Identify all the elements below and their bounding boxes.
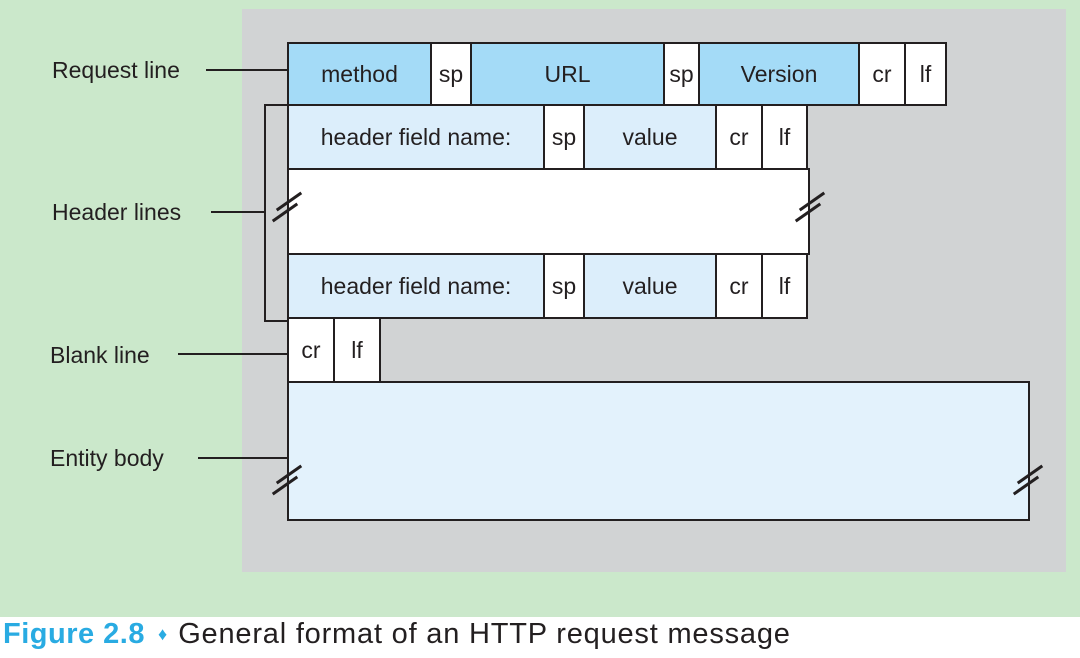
lf-box: lf [761, 253, 808, 319]
request-line-row: method sp URL sp Version cr lf [287, 42, 947, 106]
lf-box: lf [333, 317, 381, 383]
diamond-icon: ♦ [158, 624, 168, 644]
break-mark-icon [271, 191, 305, 223]
figure-title: General format of an HTTP request messag… [178, 618, 791, 650]
break-mark-icon [271, 464, 305, 496]
break-mark-icon [794, 191, 828, 223]
entity-body-box [287, 381, 1030, 521]
header-field-name-box: header field name: [287, 253, 545, 319]
header-bracket-vertical [264, 104, 266, 322]
cr-box: cr [715, 253, 763, 319]
entity-body-label: Entity body [50, 445, 164, 471]
lf-box: lf [761, 104, 808, 170]
figure-number: Figure 2.8 [3, 618, 145, 650]
figure-caption: Figure 2.8 ♦ General format of an HTTP r… [3, 618, 791, 651]
header-lines-label: Header lines [52, 199, 182, 225]
sp-box: sp [430, 42, 472, 106]
header-bracket-bottom-arm [264, 320, 289, 322]
header-lines-leader [211, 211, 265, 213]
url-box: URL [470, 42, 665, 106]
sp-box: sp [543, 104, 585, 170]
entity-body-leader [198, 457, 287, 459]
header-lines-continuation-box [287, 168, 810, 255]
blank-line-leader [178, 353, 287, 355]
request-line-leader [206, 69, 287, 71]
cr-box: cr [858, 42, 906, 106]
header-bracket-top-arm [264, 104, 289, 106]
value-box: value [583, 104, 717, 170]
sp-box: sp [543, 253, 585, 319]
header-line-row-2: header field name: sp value cr lf [287, 253, 808, 319]
blank-line-row: cr lf [287, 317, 381, 383]
header-line-row-1: header field name: sp value cr lf [287, 104, 808, 170]
version-box: Version [698, 42, 860, 106]
header-field-name-box: header field name: [287, 104, 545, 170]
break-mark-icon [1012, 464, 1046, 496]
cr-box: cr [715, 104, 763, 170]
method-box: method [287, 42, 432, 106]
request-line-label: Request line [52, 57, 180, 83]
sp-box: sp [663, 42, 700, 106]
value-box: value [583, 253, 717, 319]
cr-box: cr [287, 317, 335, 383]
lf-box: lf [904, 42, 947, 106]
blank-line-label: Blank line [50, 342, 150, 368]
